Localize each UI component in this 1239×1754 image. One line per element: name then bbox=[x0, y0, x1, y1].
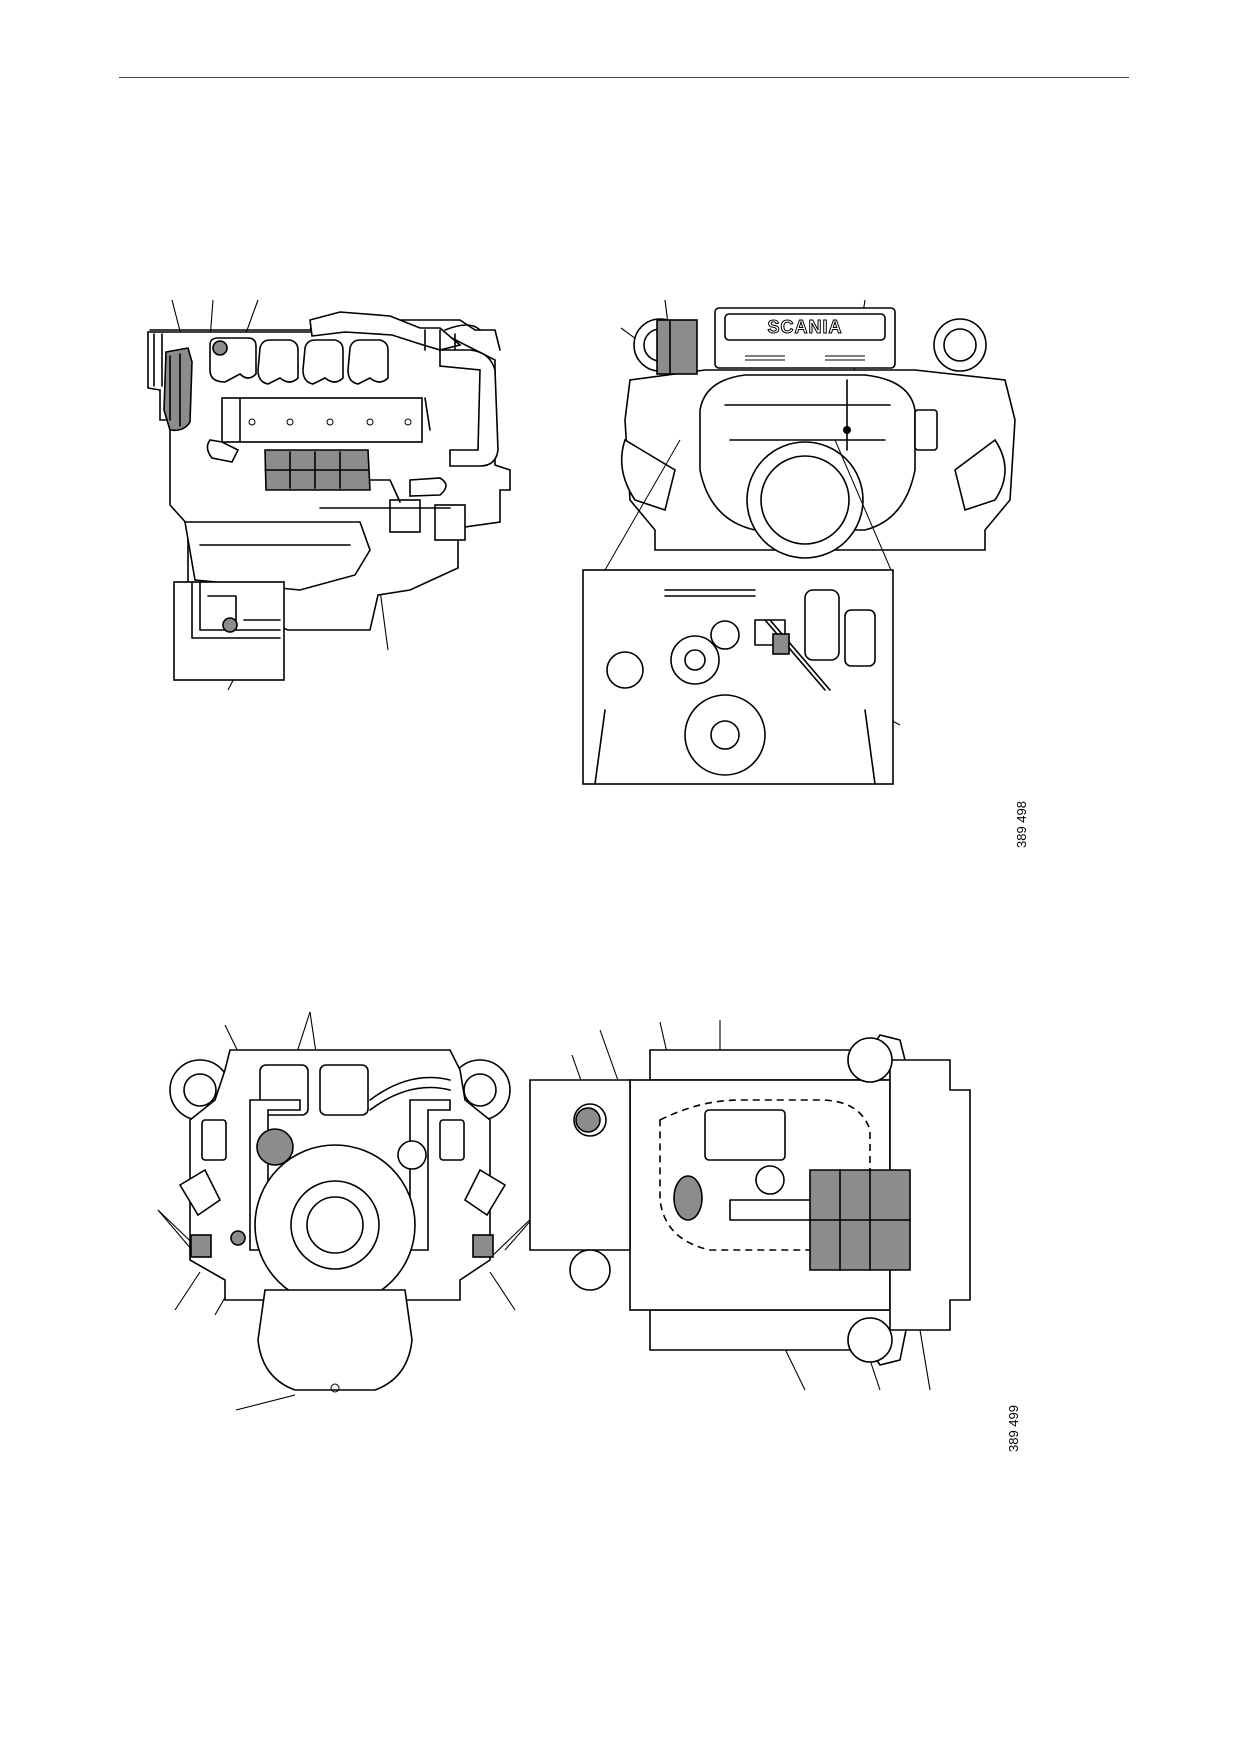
highlighted-filter-top bbox=[575, 1107, 601, 1133]
highlighted-cap-center bbox=[256, 1128, 294, 1166]
engine-rear-view bbox=[150, 1010, 560, 1430]
highlighted-plug-small bbox=[230, 1230, 246, 1246]
highlighted-filler-cap bbox=[656, 319, 698, 375]
highlighted-filler-cap bbox=[212, 340, 228, 356]
engine-block bbox=[169, 1049, 511, 1393]
highlighted-plug-right bbox=[472, 1234, 494, 1258]
engine-block: SCANIA bbox=[620, 307, 1016, 559]
highlighted-oil-filter bbox=[673, 1175, 703, 1221]
highlighted-oil-filter bbox=[163, 347, 193, 432]
detail-inset bbox=[582, 569, 894, 785]
figure-number: 389 498 bbox=[1014, 801, 1029, 848]
scania-logo: SCANIA bbox=[767, 317, 842, 337]
header-rule bbox=[119, 77, 1129, 78]
highlighted-plug-left bbox=[190, 1234, 212, 1258]
figure-number: 389 499 bbox=[1006, 1405, 1021, 1452]
engine-side-view bbox=[140, 290, 580, 770]
engine-top-view: 389 499 bbox=[529, 1020, 1050, 1452]
engine-front-view: SCANIA bbox=[582, 290, 1045, 890]
detail-inset bbox=[173, 581, 285, 681]
